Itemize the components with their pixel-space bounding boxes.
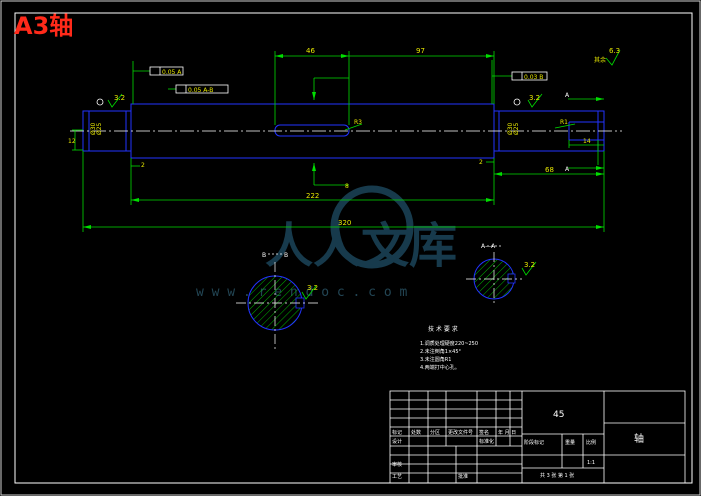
note-3: 3.未注圆角R1: [420, 356, 451, 363]
dim-2a: 2: [141, 162, 145, 169]
section-b-title-2: B: [284, 252, 288, 259]
title-block: 45 轴 1:1 共 3 张 第 1 张 标记 处数 分区 更改文件号 签名 年…: [389, 390, 686, 484]
tb-mark: 标记: [392, 429, 402, 436]
tb-scale: 比例: [586, 439, 596, 446]
drawing-frame: [14, 12, 693, 484]
dim-8: 8: [345, 183, 349, 190]
tb-standard: 标准化: [479, 438, 494, 445]
note-4: 4.两端打中心孔。: [420, 364, 460, 371]
tol-left-sym: 0.05 A-B: [188, 87, 213, 94]
tb-scale-value: 1:1: [587, 460, 595, 466]
dim-r1: R1: [560, 119, 568, 126]
tol-right-runout: 0.03 B: [524, 74, 543, 81]
dim-14: 14: [583, 138, 591, 145]
section-b-view: B B 3.2: [236, 252, 318, 350]
tb-sheet-info: 共 3 张 第 1 张: [540, 472, 574, 479]
section-a-view: A—A 3.2: [466, 243, 537, 306]
dim-46: 46: [306, 47, 315, 55]
tb-process: 工艺: [392, 474, 402, 480]
tb-approve: 批准: [458, 473, 468, 480]
section-a-title: A—A: [481, 243, 496, 250]
tb-material: 45: [553, 410, 564, 420]
tb-review: 审核: [392, 461, 402, 468]
watermark-logo-text: 人人文库: [265, 218, 457, 274]
notes-heading: 技 术 要 求: [428, 325, 458, 333]
dim-222: 222: [306, 192, 319, 200]
roughness-other: 6.3: [609, 47, 620, 55]
section-b-title: B: [262, 252, 266, 259]
dia-right2: Ø25: [513, 122, 520, 135]
dia-right: Ø30: [507, 122, 514, 135]
section-a-mark-top: A: [565, 92, 570, 99]
shaft-front-view: 0.05 A 0.05 A-B 0.03 B 3.2 3.2 6.3 其余 46…: [68, 47, 622, 232]
dim-2b: 2: [479, 159, 483, 166]
tb-zone: 分区: [430, 429, 440, 436]
dim-r3: R3: [354, 119, 362, 126]
note-1: 1.调质处理硬度220~250: [420, 340, 478, 347]
tb-part-name: 轴: [634, 432, 644, 445]
tb-date: 年 月 日: [498, 429, 516, 436]
technical-notes: 技 术 要 求 1.调质处理硬度220~250 2.未注倒角1×45° 3.未注…: [420, 325, 478, 371]
roughness-sec-b: 3.2: [307, 284, 318, 292]
dia-left2: Ø25: [96, 122, 103, 135]
tb-designer: 设计: [392, 438, 402, 445]
tb-weight: 重量: [565, 439, 575, 446]
section-a-mark-bottom: A: [565, 166, 570, 173]
other-label: 其余: [594, 56, 606, 64]
tb-change-doc: 更改文件号: [448, 429, 473, 436]
tb-stage-mark: 阶段标记: [524, 439, 544, 446]
tb-sign: 签名: [479, 429, 489, 436]
dim-97: 97: [416, 47, 425, 55]
dim-68: 68: [545, 166, 554, 174]
note-2: 2.未注倒角1×45°: [420, 348, 462, 355]
dim-12: 12: [68, 138, 76, 145]
watermark: 人人文库 w w w . r e n d o c . c o m: [196, 185, 457, 300]
title-stamp: A3轴: [14, 12, 74, 40]
roughness-right: 3.2: [529, 94, 540, 102]
tol-left-runout: 0.05 A: [162, 69, 182, 76]
tb-count: 处数: [411, 429, 421, 436]
roughness-sec-a: 3.2: [524, 261, 535, 269]
dim-320: 320: [338, 219, 351, 227]
dia-left: Ø30: [90, 122, 97, 135]
roughness-left: 3.2: [114, 94, 125, 102]
